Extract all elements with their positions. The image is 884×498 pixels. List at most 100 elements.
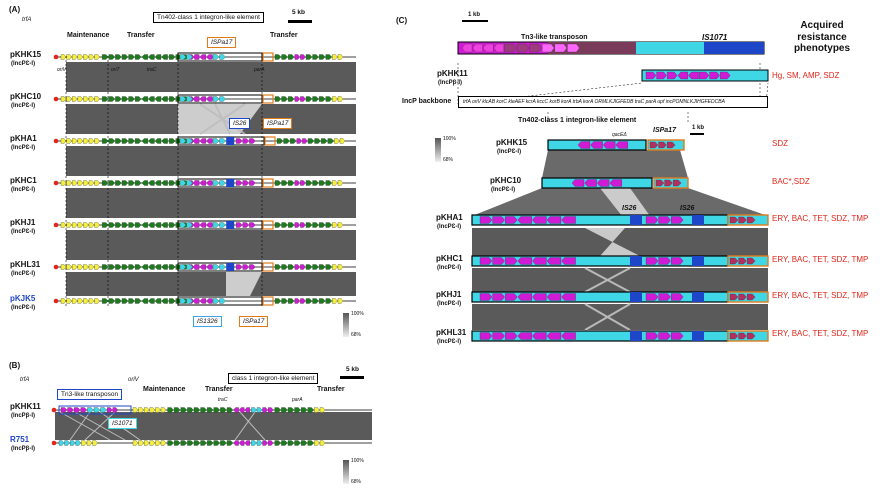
gene-arrow (274, 264, 282, 270)
gene-arrow (199, 222, 206, 228)
gene-arrow (102, 180, 109, 186)
resistance-phenotype: ERY, BAC, TET, SDZ, TMP (772, 329, 869, 338)
gene-arrow (212, 96, 220, 102)
gene-arrow (233, 440, 239, 446)
gene-arrow (192, 264, 200, 270)
plasmid-name: pKHC1 (436, 254, 463, 263)
gene-arrow (135, 138, 142, 144)
is26-element-c (630, 292, 642, 302)
ispa17-box-a1: ISPa17 (207, 37, 237, 48)
gene-arrow (325, 298, 333, 304)
gene-arrow (212, 222, 220, 228)
gene-arrow (226, 440, 234, 446)
gene-arrow (128, 138, 135, 144)
gene-arrow (747, 293, 756, 301)
gene-arrow (658, 141, 667, 149)
gene-arrow (174, 440, 181, 446)
gene-arrow (135, 54, 142, 60)
plasmid-name: pKHK11 (437, 69, 468, 78)
ispa17-box-a2: ISPa17 (263, 118, 293, 129)
gene-arrow (220, 440, 227, 446)
gene-arrow (337, 264, 344, 270)
gene-arrow (249, 180, 256, 186)
gene-arrow (161, 264, 168, 270)
gene-arrow (242, 180, 250, 186)
gene-arrow (148, 96, 155, 102)
gene-arrow (492, 257, 505, 265)
gene-arrow (287, 440, 295, 446)
gene-arrow (80, 407, 88, 413)
gene-arrow (747, 216, 756, 224)
gene-arrow (206, 180, 213, 186)
gene-arrow (249, 264, 256, 270)
integron-box (177, 52, 263, 62)
gene-arrow (200, 440, 207, 446)
gene-arrow (169, 96, 176, 102)
is26-label-c2: IS26 (680, 205, 695, 212)
inc-group-label: (IncPƐ-I) (437, 265, 462, 271)
gene-arrow (186, 138, 193, 144)
gene-arrow (60, 222, 67, 228)
plasmid-name: R751 (10, 435, 30, 444)
gene-arrow (294, 180, 300, 186)
gene-arrow (74, 407, 81, 413)
gene-arrow (505, 216, 518, 224)
gene-arrow (121, 138, 129, 144)
gene-arrow (155, 440, 161, 446)
scale-bar-c (462, 20, 488, 22)
gene-arrow (219, 264, 226, 270)
gene-arrow (249, 222, 256, 228)
gene-arrow (262, 407, 268, 413)
gene-arrow (256, 440, 263, 446)
gene-arrow (88, 96, 95, 102)
is26-element-c (630, 331, 642, 341)
gene-arrow (645, 332, 659, 340)
gene-arrow (319, 180, 326, 186)
gene-arrow (83, 298, 89, 304)
gene-arrow (493, 43, 504, 53)
gene-arrow (108, 222, 116, 228)
gene-arrow (236, 180, 243, 186)
gene-arrow (219, 96, 226, 102)
trac-label-a: traC (147, 67, 157, 73)
gene-arrow (66, 138, 72, 144)
legend-b-top: 100% (351, 458, 364, 464)
gene-arrow (584, 179, 597, 187)
gene-arrow (135, 96, 142, 102)
gene-arrow (115, 54, 122, 60)
gene-arrow (337, 298, 344, 304)
gene-arrow (667, 141, 676, 149)
trfa-gene-marker (53, 180, 59, 186)
gene-arrow (233, 407, 239, 413)
gene-arrow (262, 440, 268, 446)
gene-arrow (288, 180, 295, 186)
gene-arrow (321, 138, 328, 144)
gene-arrow (102, 222, 109, 228)
gene-arrow (729, 216, 739, 224)
is26-element-c (692, 256, 704, 266)
gene-arrow (135, 222, 142, 228)
gene-arrow (236, 264, 243, 270)
inc-group-label: (IncPƐ-I) (11, 145, 36, 151)
gene-arrow (92, 440, 98, 446)
gene-arrow (294, 407, 301, 413)
gene-arrow (671, 257, 684, 265)
gene-arrow (256, 407, 263, 413)
gene-arrow (212, 54, 220, 60)
gene-arrow (121, 298, 129, 304)
gene-arrow (319, 222, 326, 228)
inc-group-label: (IncPβ-I) (11, 413, 35, 419)
section-maintenance-b: Maintenance (143, 386, 186, 393)
gene-arrow (88, 138, 95, 144)
oriv-label-b: oriV (128, 377, 139, 383)
gene-arrow (161, 298, 168, 304)
gene-arrow (121, 54, 129, 60)
gene-arrow (93, 407, 101, 413)
gene-arrow (504, 43, 517, 53)
gene-arrow (199, 96, 206, 102)
gene-arrow (709, 71, 720, 80)
gene-arrow (332, 180, 338, 186)
scale-label-c: 1 kb (468, 12, 481, 18)
gene-arrow (738, 216, 747, 224)
gene-arrow (300, 298, 306, 304)
